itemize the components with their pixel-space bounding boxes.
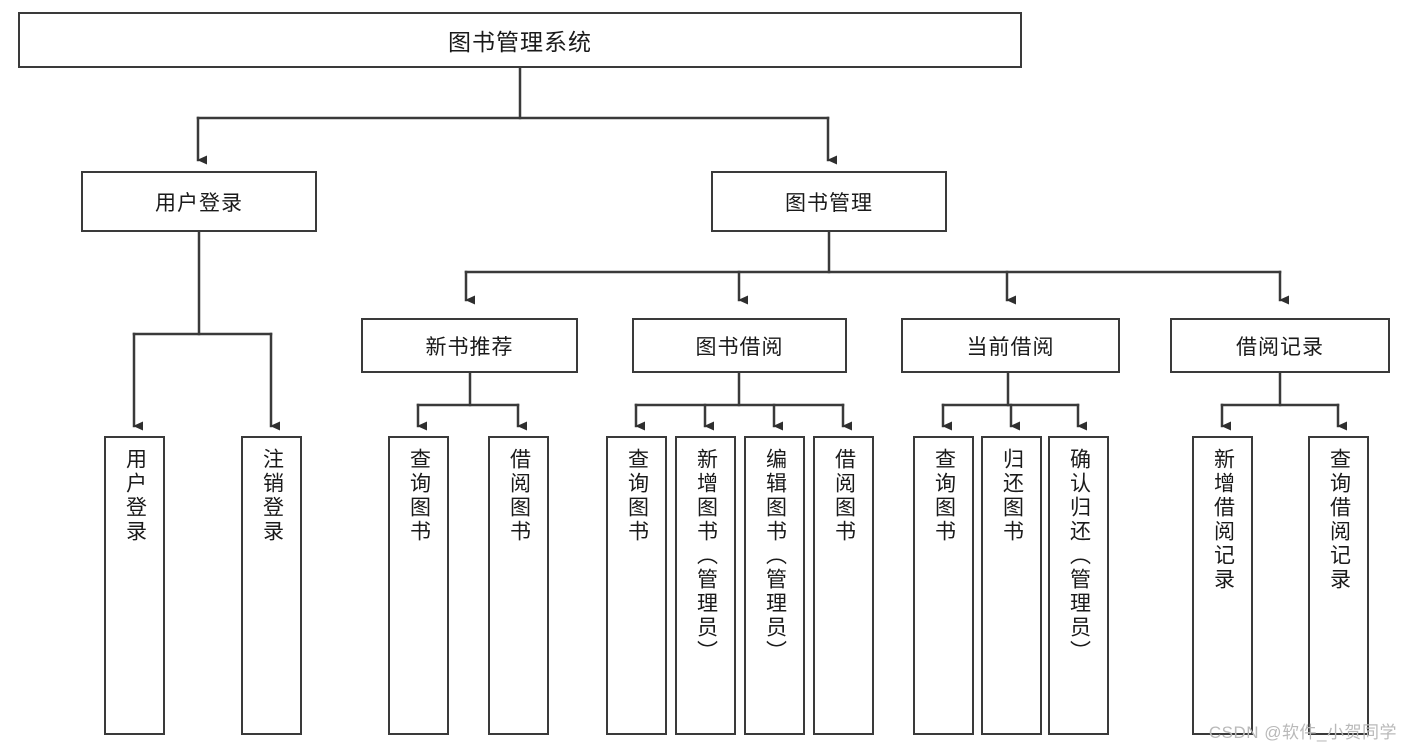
leaf-book-borrow-1[interactable]: 查询图书 — [606, 436, 667, 735]
node-borrow-record-label: 借阅记录 — [1236, 335, 1324, 359]
leaf-label: 确认归还（管理员） — [1067, 448, 1091, 664]
leaf-book-borrow-3[interactable]: 编辑图书（管理员） — [744, 436, 805, 735]
leaf-label: 查询图书 — [625, 448, 649, 544]
node-root-label: 图书管理系统 — [448, 29, 592, 55]
leaf-label: 注销登录 — [260, 448, 284, 544]
leaf-label: 借阅图书 — [507, 448, 531, 544]
node-book-manage[interactable]: 图书管理 — [711, 171, 947, 232]
watermark: CSDN @软件_小贺同学 — [1208, 723, 1397, 742]
leaf-user-login-1[interactable]: 用户登录 — [104, 436, 165, 735]
leaf-label: 归还图书 — [1000, 448, 1024, 544]
leaf-label: 查询借阅记录 — [1327, 448, 1351, 592]
node-borrow-record[interactable]: 借阅记录 — [1170, 318, 1390, 373]
leaf-label: 新增图书（管理员） — [694, 448, 718, 664]
leaf-label: 编辑图书（管理员） — [763, 448, 787, 664]
node-root-system[interactable]: 图书管理系统 — [18, 12, 1022, 68]
leaf-book-borrow-2[interactable]: 新增图书（管理员） — [675, 436, 736, 735]
leaf-label: 查询图书 — [932, 448, 956, 544]
leaf-current-borrow-1[interactable]: 查询图书 — [913, 436, 974, 735]
leaf-current-borrow-2[interactable]: 归还图书 — [981, 436, 1042, 735]
node-new-book-recommend-label: 新书推荐 — [425, 335, 514, 359]
leaf-current-borrow-3[interactable]: 确认归还（管理员） — [1048, 436, 1109, 735]
leaf-label: 用户登录 — [123, 448, 147, 544]
leaf-user-login-2[interactable]: 注销登录 — [241, 436, 302, 735]
leaf-label: 查询图书 — [407, 448, 431, 544]
leaf-new-book-2[interactable]: 借阅图书 — [488, 436, 549, 735]
leaf-borrow-record-2[interactable]: 查询借阅记录 — [1308, 436, 1369, 735]
leaf-label: 借阅图书 — [832, 448, 856, 544]
node-book-borrow-label: 图书借阅 — [695, 335, 784, 359]
node-new-book-recommend[interactable]: 新书推荐 — [361, 318, 578, 373]
node-user-login-label: 用户登录 — [155, 191, 243, 215]
node-book-borrow[interactable]: 图书借阅 — [632, 318, 847, 373]
leaf-new-book-1[interactable]: 查询图书 — [388, 436, 449, 735]
leaf-borrow-record-1[interactable]: 新增借阅记录 — [1192, 436, 1253, 735]
node-user-login[interactable]: 用户登录 — [81, 171, 317, 232]
node-current-borrow-label: 当前借阅 — [966, 335, 1055, 359]
node-current-borrow[interactable]: 当前借阅 — [901, 318, 1120, 373]
node-book-manage-label: 图书管理 — [785, 191, 873, 215]
leaf-label: 新增借阅记录 — [1211, 448, 1235, 592]
leaf-book-borrow-4[interactable]: 借阅图书 — [813, 436, 874, 735]
